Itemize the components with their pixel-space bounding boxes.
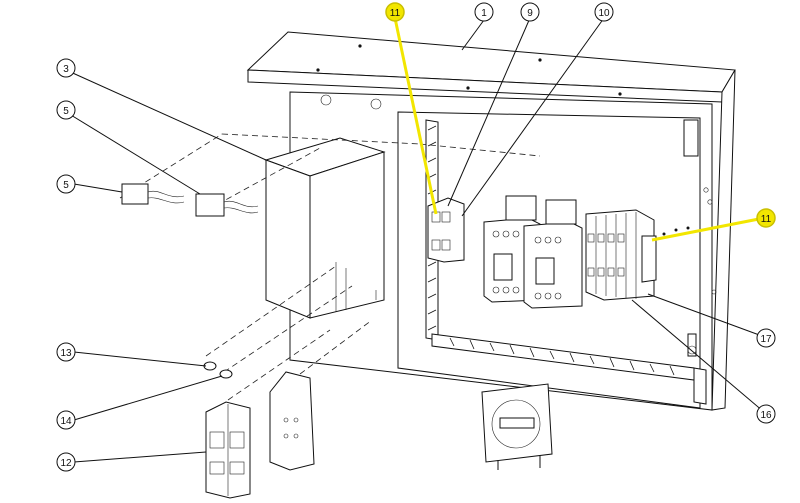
callout-11-right: 11 <box>756 208 776 228</box>
ground-lug <box>687 333 697 357</box>
callout-1: 1 <box>474 2 494 22</box>
callout-3: 3 <box>56 58 76 78</box>
end-stop <box>641 235 657 283</box>
svg-text:9: 9 <box>527 8 533 19</box>
svg-text:12: 12 <box>60 458 72 469</box>
svg-text:5: 5 <box>63 106 69 117</box>
relay-module <box>269 371 315 471</box>
wire-connector-right <box>195 193 259 217</box>
callout-10: 10 <box>594 2 614 22</box>
callout-9: 9 <box>520 2 540 22</box>
callout-5-lower: 5 <box>56 174 76 194</box>
callout-13: 13 <box>56 342 76 362</box>
callout-5-upper: 5 <box>56 100 76 120</box>
callout-16: 16 <box>756 404 776 424</box>
svg-text:3: 3 <box>63 64 69 75</box>
svg-text:17: 17 <box>760 334 772 345</box>
svg-text:16: 16 <box>760 410 772 421</box>
wire-duct-horizontal <box>431 333 707 405</box>
fuse-holder <box>205 401 251 499</box>
assembly-guide-lines <box>119 133 541 401</box>
svg-text:13: 13 <box>60 348 72 359</box>
svg-text:11: 11 <box>761 214 772 225</box>
contactor-right <box>523 199 583 309</box>
fuses <box>203 361 233 379</box>
svg-text:5: 5 <box>63 180 69 191</box>
svg-text:10: 10 <box>598 8 610 19</box>
callout-14: 14 <box>56 410 76 430</box>
duct-end-top <box>683 119 699 157</box>
callout-11-top: 11 <box>385 2 405 22</box>
callout-17: 17 <box>756 328 776 348</box>
svg-text:14: 14 <box>60 416 72 427</box>
svg-text:1: 1 <box>481 8 487 19</box>
disconnect-switch <box>481 383 553 470</box>
wire-connector-left <box>121 183 185 205</box>
svg-text:11: 11 <box>390 8 401 19</box>
transformer-cover <box>264 137 386 319</box>
callout-12: 12 <box>56 452 76 472</box>
highlight-leader-lines <box>393 17 765 242</box>
leader-lines <box>65 17 765 463</box>
